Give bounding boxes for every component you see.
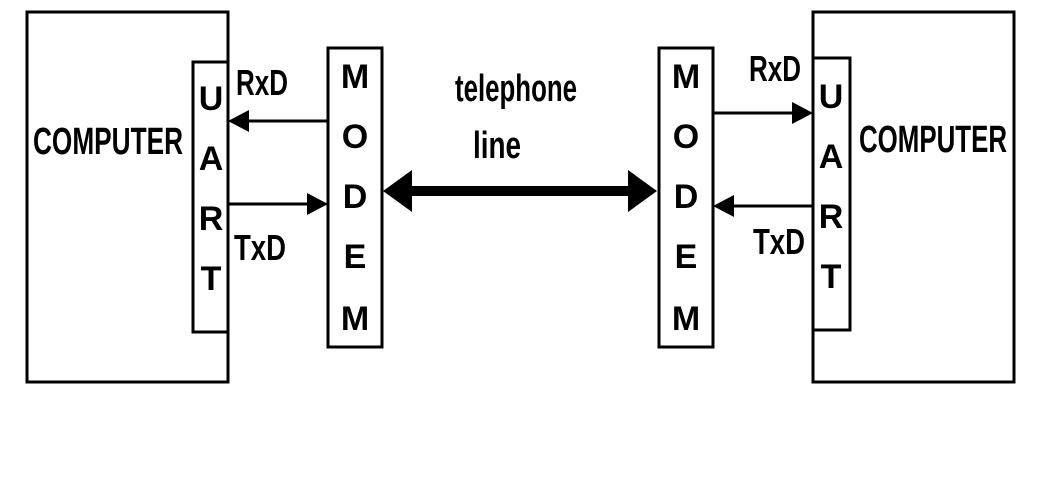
left-uart-letter-t: T [201,260,222,298]
left-modem-letter-m1: M [341,58,369,96]
right-uart: U A R T [811,56,852,332]
left-rxd-arrow [228,110,328,132]
left-modem-letter-o: O [342,118,368,156]
right-modem-letter-d: D [674,178,699,216]
right-uart-letter-a: A [819,138,844,176]
right-rxd-arrow-head [792,102,813,124]
telephone-line-head-right [628,170,657,212]
left-txd-label: TxD [234,227,286,268]
right-uart-box [811,56,852,332]
right-modem-letter-m1: M [672,58,700,96]
left-uart-letter-a: A [199,140,224,178]
left-uart: U A R T [191,60,230,334]
left-uart-letter-u: U [199,80,224,118]
left-txd-arrow-head [307,193,328,215]
right-modem-letter-e: E [675,238,698,276]
right-modem-letter-m2: M [672,300,700,338]
telephone-line-label-2: line [473,125,521,167]
right-computer-label: COMPUTER [859,119,1007,161]
left-computer-label: COMPUTER [33,121,183,163]
telephone-line-head-left [383,170,412,212]
right-uart-letter-u: U [819,78,844,116]
right-txd-label: TxD [753,221,805,262]
left-rxd-arrow-head [228,110,249,132]
left-uart-box [191,60,230,334]
left-modem-letter-m2: M [341,300,369,338]
telephone-line-arrow [383,170,657,212]
right-modem-box [657,46,715,349]
left-computer: COMPUTER [25,10,230,384]
right-rxd-arrow [713,102,813,124]
telephone-line-shaft [405,186,633,196]
left-modem-letter-e: E [344,238,367,276]
left-modem-letter-d: D [343,178,368,216]
right-modem: M O D E M [657,46,715,349]
left-rxd-label: RxD [236,62,288,103]
right-rxd-label: RxD [749,48,801,89]
right-uart-letter-r: R [819,198,844,236]
left-uart-letter-r: R [199,200,224,238]
right-uart-letter-t: T [821,258,842,296]
right-txd-arrow [713,195,813,217]
left-txd-arrow [228,193,328,215]
left-modem: M O D E M [326,46,384,349]
right-txd-arrow-head [713,195,734,217]
left-modem-box [326,46,384,349]
telephone-line-label-1: telephone [455,68,577,110]
right-modem-letter-o: O [673,118,699,156]
